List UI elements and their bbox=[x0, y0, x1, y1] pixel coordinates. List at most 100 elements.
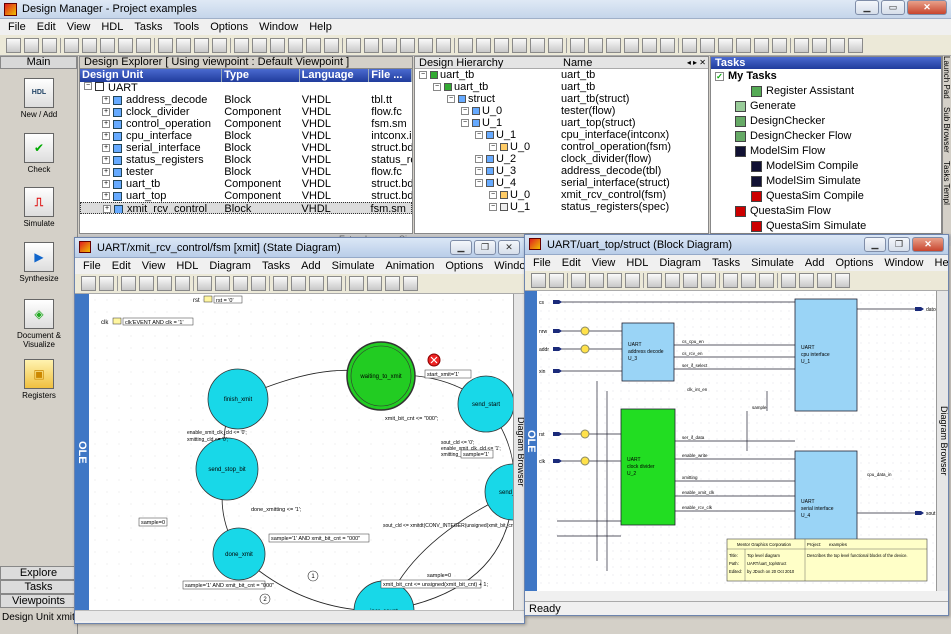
task-item[interactable]: QuestaSim Simulate bbox=[711, 219, 941, 233]
my-tasks-group[interactable]: ✓ My Tasks bbox=[711, 69, 941, 84]
toolbar-button-icon[interactable] bbox=[682, 37, 697, 53]
tasks-templ-tab[interactable]: Tasks Templ bbox=[942, 160, 951, 205]
menu-help[interactable]: Help bbox=[309, 21, 332, 33]
blockwin-menu-diagram[interactable]: Diagram bbox=[659, 257, 701, 269]
toolbar-button-icon[interactable] bbox=[830, 37, 845, 53]
toolbar-button-icon[interactable] bbox=[81, 276, 96, 291]
col-design-unit[interactable]: Design Unit bbox=[80, 69, 223, 82]
toolbar-button-icon[interactable] bbox=[176, 37, 191, 53]
toolbar-button-icon[interactable] bbox=[158, 37, 173, 53]
col-design-hierarchy[interactable]: Design Hierarchy bbox=[419, 57, 504, 69]
hierarchy-row[interactable]: −U_2 clock_divider(flow) bbox=[415, 153, 708, 165]
blockwin-menu-add[interactable]: Add bbox=[804, 257, 825, 269]
statewin-menu-view[interactable]: View bbox=[141, 260, 166, 272]
minimize-button[interactable]: ▁ bbox=[864, 237, 886, 252]
toolbar-button-icon[interactable] bbox=[530, 37, 545, 53]
toolbar-button-icon[interactable] bbox=[385, 276, 400, 291]
hierarchy-row[interactable]: −uart_tb uart_tb bbox=[415, 69, 708, 81]
expand-icon[interactable]: + bbox=[102, 180, 110, 189]
toolbar-button-icon[interactable] bbox=[812, 37, 827, 53]
col-language[interactable]: Language bbox=[300, 69, 370, 82]
blockwin-menu-hdl[interactable]: HDL bbox=[626, 257, 649, 269]
toolbar-button-icon[interactable] bbox=[548, 37, 563, 53]
expand-icon[interactable]: + bbox=[102, 96, 110, 105]
statewin-menu-options[interactable]: Options bbox=[445, 260, 484, 272]
toolbar-button-icon[interactable] bbox=[817, 273, 832, 288]
tree-toggle-icon[interactable]: − bbox=[475, 167, 483, 176]
toolbar-button-icon[interactable] bbox=[723, 273, 738, 288]
explorer-row[interactable]: +xmit_rcv_control Block VHDL fsm.sm bbox=[80, 202, 412, 214]
statewin-menu-simulate[interactable]: Simulate bbox=[331, 260, 375, 272]
toolbar-button-icon[interactable] bbox=[848, 37, 863, 53]
task-item[interactable]: ModelSim Flow bbox=[711, 144, 941, 159]
toolbar-button-icon[interactable] bbox=[197, 276, 212, 291]
toolbar-button-icon[interactable] bbox=[624, 37, 639, 53]
hierarchy-row[interactable]: −U_0 xmit_rcv_control(fsm) bbox=[415, 189, 708, 201]
expand-icon[interactable]: + bbox=[102, 108, 110, 117]
toolbar-button-icon[interactable] bbox=[570, 37, 585, 53]
toolbar-button-icon[interactable] bbox=[759, 273, 774, 288]
new-add-button[interactable]: HDL New / Add bbox=[8, 78, 70, 119]
hierarchy-row[interactable]: −U_0 tester(flow) bbox=[415, 105, 708, 117]
menu-edit[interactable]: Edit bbox=[36, 21, 56, 33]
task-item[interactable]: ModelSim Compile bbox=[711, 159, 941, 174]
explorer-row[interactable]: +address_decode Block VHDL tbl.tt bbox=[80, 94, 412, 106]
col-type[interactable]: Type bbox=[222, 69, 300, 82]
expand-icon[interactable]: + bbox=[102, 168, 110, 177]
toolbar-button-icon[interactable] bbox=[571, 273, 586, 288]
check-button[interactable]: ✔ Check bbox=[8, 133, 70, 174]
toolbar-button-icon[interactable] bbox=[234, 37, 249, 53]
hierarchy-row[interactable]: −uart_tb uart_tb bbox=[415, 81, 708, 93]
toolbar-button-icon[interactable] bbox=[494, 37, 509, 53]
viewpoints-tab[interactable]: Viewpoints bbox=[0, 594, 77, 608]
toolbar-button-icon[interactable] bbox=[642, 37, 657, 53]
task-item[interactable]: QuestaSim Flow bbox=[711, 204, 941, 219]
toolbar-button-icon[interactable] bbox=[118, 37, 133, 53]
toolbar-button-icon[interactable] bbox=[736, 37, 751, 53]
statewin-menu-tasks[interactable]: Tasks bbox=[261, 260, 291, 272]
toolbar-button-icon[interactable] bbox=[418, 37, 433, 53]
hierarchy-row[interactable]: −U_3 address_decode(tbl) bbox=[415, 165, 708, 177]
tree-toggle-icon[interactable]: − bbox=[489, 143, 497, 152]
tree-toggle-icon[interactable]: − bbox=[489, 191, 497, 200]
toolbar-button-icon[interactable] bbox=[741, 273, 756, 288]
statewin-menu-file[interactable]: File bbox=[83, 260, 101, 272]
menu-hdl[interactable]: HDL bbox=[101, 21, 124, 33]
toolbar-button-icon[interactable] bbox=[607, 273, 622, 288]
toolbar-button-icon[interactable] bbox=[606, 37, 621, 53]
statewin-menu-hdl[interactable]: HDL bbox=[176, 260, 199, 272]
hierarchy-row[interactable]: −U_1 cpu_interface(intconx) bbox=[415, 129, 708, 141]
toolbar-button-icon[interactable] bbox=[99, 276, 114, 291]
tree-toggle-icon[interactable]: − bbox=[447, 95, 455, 104]
pane-nav-icons[interactable]: ◂ ▸ ✕ bbox=[686, 58, 706, 67]
task-item[interactable]: Generate bbox=[711, 99, 941, 114]
explorer-row[interactable]: +status_registers Block VHDL status_re bbox=[80, 154, 412, 166]
task-item[interactable]: DesignChecker Flow bbox=[711, 129, 941, 144]
simulate-button[interactable]: ⎍ Simulate bbox=[8, 187, 70, 228]
toolbar-button-icon[interactable] bbox=[6, 37, 21, 53]
blockwin-menu-help[interactable]: Help bbox=[934, 257, 949, 269]
diagram-browser-tab[interactable]: Diagram Browser bbox=[513, 294, 524, 610]
toolbar-button-icon[interactable] bbox=[212, 37, 227, 53]
toolbar-button-icon[interactable] bbox=[799, 273, 814, 288]
toolbar-button-icon[interactable] bbox=[324, 37, 339, 53]
toolbar-button-icon[interactable] bbox=[531, 273, 546, 288]
expand-icon[interactable]: + bbox=[103, 205, 111, 213]
toolbar-button-icon[interactable] bbox=[835, 273, 850, 288]
toolbar-button-icon[interactable] bbox=[364, 37, 379, 53]
toolbar-button-icon[interactable] bbox=[794, 37, 809, 53]
menu-file[interactable]: File bbox=[8, 21, 26, 33]
diagram-browser-tab[interactable]: Diagram Browser bbox=[936, 291, 948, 591]
statewin-menu-window[interactable]: Window bbox=[494, 260, 525, 272]
toolbar-button-icon[interactable] bbox=[139, 276, 154, 291]
tree-toggle-icon[interactable]: − bbox=[489, 203, 497, 212]
explorer-row[interactable]: +clock_divider Component VHDL flow.fc bbox=[80, 106, 412, 118]
toolbar-button-icon[interactable] bbox=[157, 276, 172, 291]
horizontal-scrollbar[interactable] bbox=[75, 610, 524, 621]
restore-button[interactable]: ❐ bbox=[474, 240, 496, 255]
toolbar-button-icon[interactable] bbox=[306, 37, 321, 53]
task-item[interactable]: QuestaSim Compile bbox=[711, 189, 941, 204]
menu-tools[interactable]: Tools bbox=[173, 21, 200, 33]
menu-options[interactable]: Options bbox=[210, 21, 249, 33]
